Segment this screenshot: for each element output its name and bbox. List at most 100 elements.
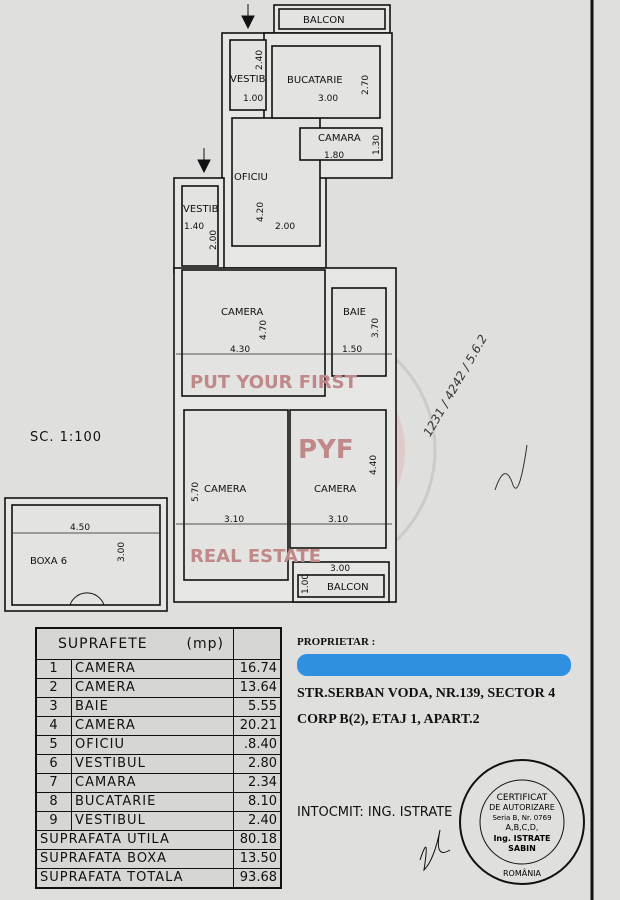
engineer-signature [419, 829, 451, 872]
row-value: 5.55 [233, 697, 282, 717]
owner-label: PROPRIETAR : [297, 636, 376, 648]
row-value: 13.64 [233, 678, 282, 698]
row-name: CAMARA [71, 773, 234, 793]
vestib-left-label: VESTIB [183, 204, 219, 215]
row-number: 6 [35, 754, 72, 774]
owner-name-redacted [297, 654, 571, 676]
row-value: 2.34 [233, 773, 282, 793]
room-balcon-top [278, 8, 386, 30]
stamp-text: A,B,C,D, [506, 823, 539, 832]
row-number: 4 [35, 716, 72, 736]
dim: 4.70 [259, 320, 269, 340]
row-value: 8.10 [233, 792, 282, 812]
room-bucatarie [271, 45, 381, 119]
dim: 4.50 [70, 523, 90, 533]
dim: 1.00 [243, 94, 263, 104]
total-name: SUPRAFATA UTILA [35, 830, 234, 850]
stamp-text: Seria B, Nr. 0769 [492, 814, 551, 822]
row-name: CAMERA [71, 659, 234, 679]
balcon-top-label: BALCON [303, 15, 345, 26]
room-balcon-bottom [297, 574, 385, 598]
room-camera-br [289, 409, 387, 549]
stamp-text: ROMÂNIA [503, 867, 542, 878]
watermark-bottom: REAL ESTATE [190, 546, 321, 567]
table-unit: (mp) [186, 636, 224, 652]
stamp-text: SABIN [508, 844, 536, 853]
row-number: 7 [35, 773, 72, 793]
dim: 3.70 [371, 318, 381, 338]
dim: 2.00 [275, 222, 295, 232]
room-camara [299, 127, 383, 161]
stamp-text: DE AUTORIZARE [489, 803, 555, 812]
row-number: 3 [35, 697, 72, 717]
room-boxa [11, 504, 161, 606]
dim: 2.70 [361, 75, 371, 95]
door-arc [69, 592, 105, 606]
camara-label: CAMARA [318, 133, 361, 144]
dim: 2.40 [255, 50, 265, 70]
table-title-text: SUPRAFETE [58, 636, 148, 652]
stamp-text: Ing. ISTRATE [493, 834, 550, 843]
room-camera-top [181, 269, 326, 397]
dim: 1.80 [324, 151, 344, 161]
header-blank [233, 627, 282, 660]
dim: 1.50 [342, 345, 362, 355]
balcon-bottom-label: BALCON [327, 582, 369, 593]
total-name: SUPRAFATA BOXA [35, 849, 234, 869]
entrance-arrow-icon [197, 148, 211, 174]
row-name: BAIE [71, 697, 234, 717]
prepared-by: INTOCMIT: ING. ISTRATE [297, 805, 453, 820]
dim: 3.10 [224, 515, 244, 525]
row-value: 20.21 [233, 716, 282, 736]
room-camera-bl [183, 409, 289, 581]
dim: 2.00 [209, 230, 219, 250]
dim: 3.00 [330, 564, 350, 574]
baie-label: BAIE [343, 307, 366, 318]
row-value: 2.80 [233, 754, 282, 774]
authorization-stamp: CERTIFICAT DE AUTORIZARE Seria B, Nr. 07… [459, 759, 585, 885]
handwritten-note: 1231 / 4242 / 5.6.2 [420, 332, 490, 439]
row-number: 1 [35, 659, 72, 679]
dim: 3.10 [328, 515, 348, 525]
dim: 5.70 [191, 482, 201, 502]
row-name: BUCATARIE [71, 792, 234, 812]
room-baie [331, 287, 387, 377]
row-number: 2 [35, 678, 72, 698]
row-name: VESTIBUL [71, 754, 234, 774]
row-number: 9 [35, 811, 72, 831]
table-title: SUPRAFETE (mp) [35, 627, 234, 660]
address-line-2: CORP B(2), ETAJ 1, APART.2 [297, 712, 480, 727]
row-value: 2.40 [233, 811, 282, 831]
dim: 4.20 [256, 202, 266, 222]
total-name: SUPRAFATA TOTALA [35, 868, 234, 889]
watermark-top: PUT YOUR FIRST [190, 372, 358, 393]
dim: 1.40 [184, 222, 204, 232]
row-number: 5 [35, 735, 72, 755]
dim: 1.00 [301, 574, 311, 594]
stamp-text: CERTIFICAT [497, 793, 548, 803]
vestib-top-label: VESTIB [230, 74, 266, 85]
address-line-1: STR.SERBAN VODA, NR.139, SECTOR 4 [297, 686, 556, 701]
camera-br-label: CAMERA [314, 484, 356, 495]
oficiu-label: OFICIU [234, 172, 268, 183]
row-name: OFICIU [71, 735, 234, 755]
boxa-label: BOXA 6 [30, 556, 67, 567]
dim: 4.40 [369, 455, 379, 475]
bucatarie-label: BUCATARIE [287, 75, 343, 86]
watermark-mid: PYF [298, 435, 354, 465]
room-vestib-top [229, 39, 267, 111]
scale-label: SC. 1:100 [30, 430, 103, 445]
dim: 4.30 [230, 345, 250, 355]
entrance-arrow-icon [241, 4, 255, 30]
total-value: 93.68 [233, 868, 282, 889]
